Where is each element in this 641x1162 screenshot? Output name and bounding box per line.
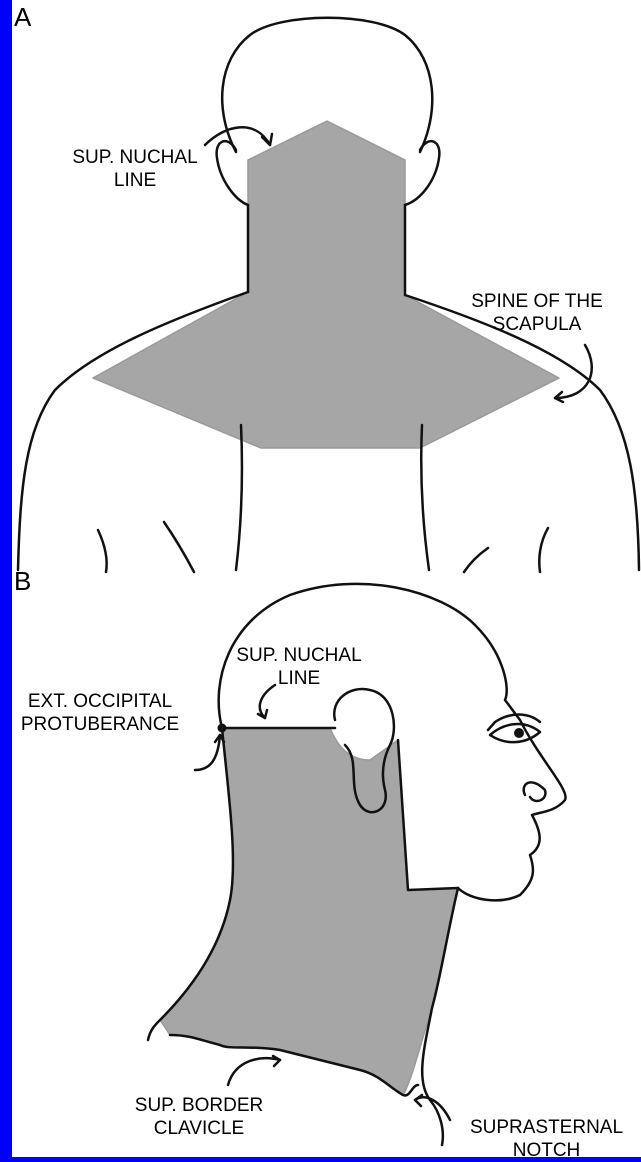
panel-b-suprasternal-notch-label: SUPRASTERNAL NOTCH bbox=[452, 1116, 641, 1162]
panel-b-clavicle-arrow bbox=[228, 1058, 280, 1085]
panel-a-spine-left bbox=[236, 425, 242, 570]
panel-a-scapula-arrow bbox=[555, 345, 592, 398]
panel-a-spine-right bbox=[421, 425, 429, 570]
panel-a-nuchal-arrow bbox=[205, 127, 270, 145]
panel-a-sup-nuchal-line-label: SUP. NUCHAL LINE bbox=[50, 146, 220, 192]
panel-b-ext-occipital-protuberance-label: EXT. OCCIPITAL PROTUBERANCE bbox=[0, 690, 200, 736]
panel-b-letter: B bbox=[14, 566, 31, 597]
panel-a-spine-of-scapula-label: SPINE OF THE SCAPULA bbox=[452, 290, 622, 336]
panel-b-sup-border-clavicle-label: SUP. BORDER CLAVICLE bbox=[114, 1094, 284, 1140]
panel-b-notch-arrow bbox=[415, 1097, 450, 1120]
panel-b-jaw bbox=[398, 740, 458, 890]
panel-a-letter: A bbox=[14, 2, 31, 33]
panel-a-right-ear bbox=[405, 141, 439, 205]
diagram-canvas: A B SUP. NUCHAL LINE SPINE OF THE SCAPUL… bbox=[12, 0, 641, 1157]
panel-b-sup-nuchal-line-label: SUP. NUCHAL LINE bbox=[214, 644, 384, 690]
panel-a-left-ear bbox=[217, 141, 248, 205]
